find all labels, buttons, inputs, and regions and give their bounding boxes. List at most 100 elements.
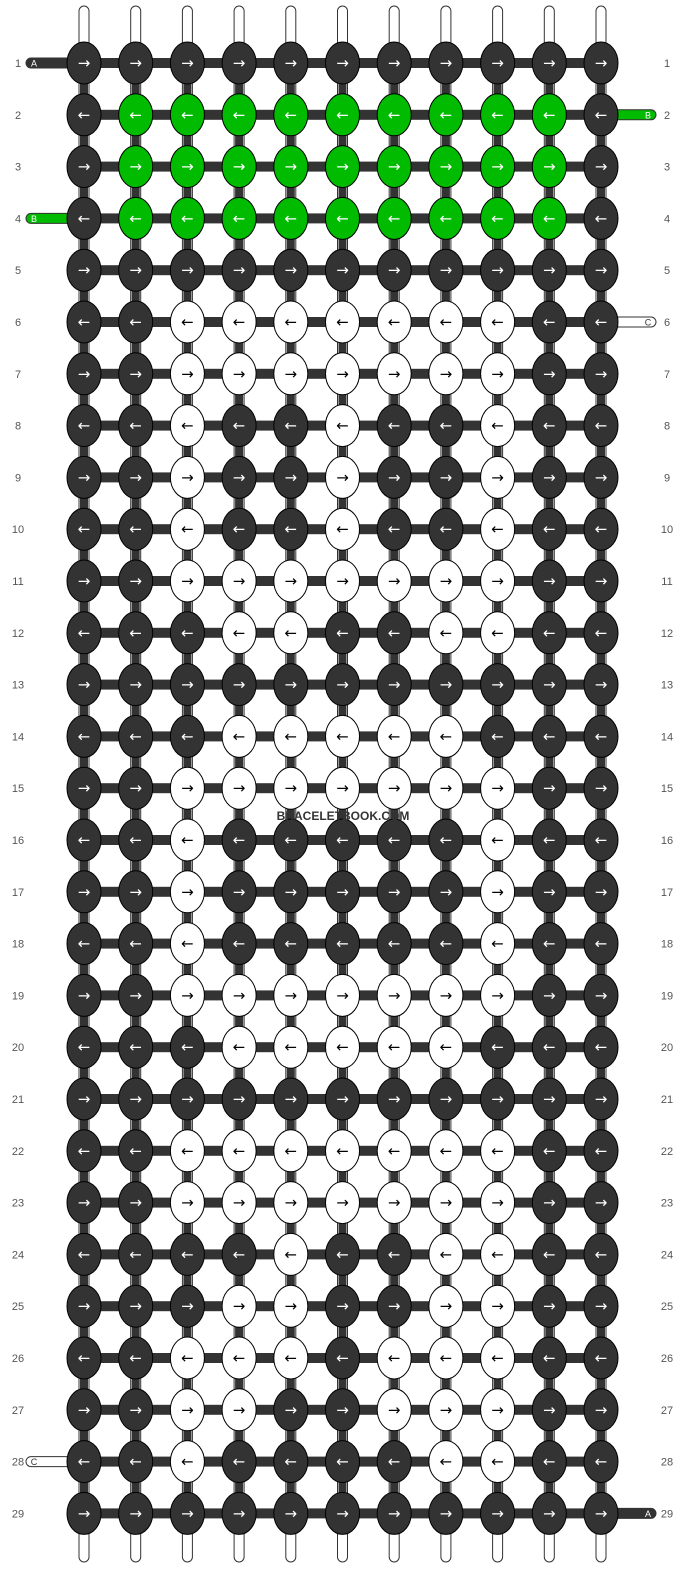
knot-shape <box>221 145 257 189</box>
knot-arrow: → <box>233 1194 246 1212</box>
knot: ← <box>376 1025 412 1069</box>
knot: ← <box>428 1232 464 1276</box>
knot-shape <box>273 1388 309 1432</box>
knot-arrow: ← <box>595 209 608 227</box>
knot: ← <box>376 922 412 966</box>
knot-arrow: → <box>491 1194 504 1212</box>
knot-shape <box>169 1440 205 1484</box>
knot: → <box>169 248 205 292</box>
knot-shape <box>325 352 360 396</box>
row-number-right: 8 <box>664 421 670 433</box>
knot-arrow: ← <box>336 417 349 435</box>
knot: → <box>118 1284 154 1328</box>
knot-arrow: ← <box>595 1038 608 1056</box>
knot-arrow: ← <box>595 106 608 124</box>
knot-arrow: → <box>440 883 453 901</box>
knot-shape <box>66 766 102 810</box>
knot-arrow: ← <box>388 935 401 953</box>
knot-shape <box>583 300 619 344</box>
knot: ← <box>480 1232 516 1276</box>
knot-shape <box>583 93 619 137</box>
knot: ← <box>169 714 205 758</box>
knot-shape <box>118 1181 154 1225</box>
knot-arrow: → <box>336 676 349 694</box>
knot-shape <box>480 973 516 1017</box>
knot-arrow: → <box>491 158 504 176</box>
knot-shape <box>480 1232 516 1276</box>
knot-shape <box>531 93 567 137</box>
knot-shape <box>169 352 205 396</box>
knot-shape <box>66 1232 102 1276</box>
knot: ← <box>118 611 154 655</box>
knot-shape <box>480 300 516 344</box>
knot-arrow: ← <box>181 1142 194 1160</box>
knot: → <box>221 973 257 1017</box>
row-number-left: 19 <box>12 990 24 1002</box>
knot-shape <box>66 1025 102 1069</box>
knot-arrow: ← <box>336 209 349 227</box>
knot: ← <box>480 93 516 137</box>
knot: ← <box>583 196 619 240</box>
knot: → <box>480 1388 516 1432</box>
knot: → <box>325 455 360 499</box>
knot-shape <box>118 1440 154 1484</box>
knot-shape <box>273 818 309 862</box>
knot-shape <box>376 973 412 1017</box>
knot-arrow: → <box>595 1194 608 1212</box>
knot: ← <box>376 404 412 448</box>
knot-arrow: ← <box>491 313 504 331</box>
knot-shape <box>325 663 360 707</box>
knot-shape <box>428 1388 464 1432</box>
knot-shape <box>169 1491 205 1535</box>
knot-shape <box>531 352 567 396</box>
knot: ← <box>325 818 360 862</box>
knot: ← <box>428 196 464 240</box>
knot: → <box>583 1181 619 1225</box>
knot-shape <box>531 300 567 344</box>
knot-arrow: ← <box>491 1038 504 1056</box>
knot-arrow: → <box>233 1090 246 1108</box>
knot: → <box>273 1077 309 1121</box>
knot: ← <box>66 1129 102 1173</box>
knot: → <box>480 1491 516 1535</box>
knot: → <box>325 352 360 396</box>
knot-arrow: → <box>181 1504 194 1522</box>
knot-shape <box>273 41 309 85</box>
knot: ← <box>221 196 257 240</box>
knot-shape <box>169 870 205 914</box>
knot-shape <box>325 93 360 137</box>
knot: → <box>583 663 619 707</box>
knot: ← <box>325 714 360 758</box>
row-number-right: 21 <box>661 1094 673 1106</box>
knot: → <box>428 352 464 396</box>
row-number-right: 28 <box>661 1457 673 1469</box>
knot-shape <box>480 145 516 189</box>
knot-shape <box>118 559 154 603</box>
knot-arrow: → <box>388 1090 401 1108</box>
knot-arrow: ← <box>543 1349 556 1367</box>
knot-shape <box>118 1284 154 1328</box>
knot-shape <box>531 559 567 603</box>
knot: ← <box>66 611 102 655</box>
knot-shape <box>531 611 567 655</box>
knot-arrow: → <box>336 1297 349 1315</box>
row-number-left: 16 <box>12 835 24 847</box>
knot-arrow: ← <box>543 417 556 435</box>
knot-shape <box>118 1336 154 1380</box>
knot: ← <box>273 1025 309 1069</box>
knot: → <box>376 973 412 1017</box>
knot: → <box>376 663 412 707</box>
knot-shape <box>583 248 619 292</box>
knot: ← <box>531 714 567 758</box>
knot-arrow: ← <box>491 1142 504 1160</box>
knot-arrow: ← <box>129 1038 142 1056</box>
knot-shape <box>169 1336 205 1380</box>
knot-shape <box>169 663 205 707</box>
knot-arrow: → <box>285 365 298 383</box>
knot: ← <box>273 300 309 344</box>
knot-shape <box>583 922 619 966</box>
knot-arrow: → <box>440 1090 453 1108</box>
knot: → <box>221 145 257 189</box>
knot-shape <box>428 404 464 448</box>
knot: → <box>376 1077 412 1121</box>
